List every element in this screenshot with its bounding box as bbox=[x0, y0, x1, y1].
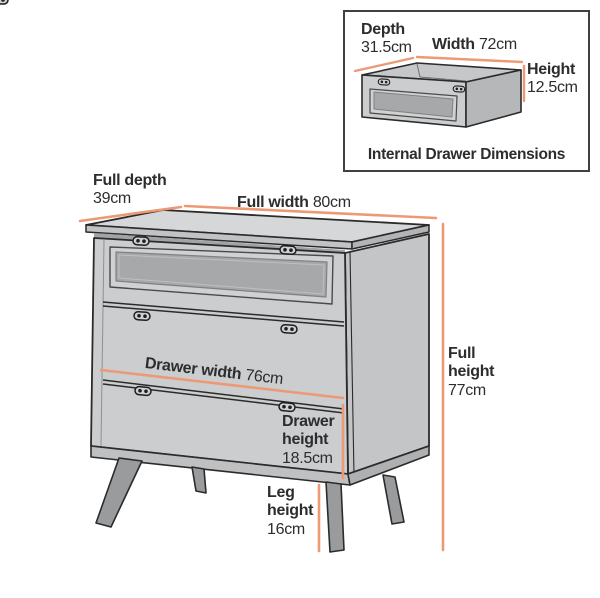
drawer-width-name: Drawer width bbox=[144, 355, 243, 384]
inset-width-value: 72cm bbox=[478, 36, 517, 53]
drawer-dividers bbox=[102, 301, 345, 414]
front-left-stile-line bbox=[100, 239, 105, 447]
front-right-leg bbox=[325, 481, 345, 553]
full-depth-label: Full depth 39cm bbox=[93, 172, 193, 209]
inset-depth-label: Depth 31.5cm bbox=[361, 21, 431, 58]
drawer-height-value: 18.5cm bbox=[282, 449, 333, 467]
chest-side-panel bbox=[344, 233, 430, 475]
back-left-leg bbox=[191, 466, 207, 494]
leg-height-name: Leg height bbox=[267, 484, 314, 520]
full-depth-value: 39cm bbox=[93, 190, 131, 208]
drawer-height-name: Drawer height bbox=[282, 413, 335, 449]
leg-height-value: 16cm bbox=[267, 520, 305, 538]
full-width-value: 80cm bbox=[312, 194, 351, 211]
drawer-width-value: 76cm bbox=[244, 366, 285, 389]
chest-top-right-edge bbox=[351, 224, 430, 250]
base-right-edge bbox=[347, 445, 430, 486]
chest-top-front-edge bbox=[85, 224, 353, 250]
leg-height-label: Leg height 16cm bbox=[267, 484, 321, 539]
inset-depth-name: Depth bbox=[361, 21, 405, 38]
inset-width-name: Width bbox=[432, 36, 475, 53]
full-depth-line bbox=[78, 205, 183, 223]
chest-top-face bbox=[85, 209, 430, 243]
full-width-name: Full width bbox=[237, 194, 309, 211]
back-right-leg bbox=[382, 474, 405, 525]
full-height-value: 77cm bbox=[448, 381, 486, 399]
glass-drawer-panel bbox=[115, 251, 328, 298]
drawer-width-label: Drawer width 76cm bbox=[144, 355, 284, 389]
inset-depth-value: 31.5cm bbox=[361, 39, 412, 57]
glass-drawer-frame bbox=[109, 246, 334, 305]
tabletop-shadow bbox=[94, 233, 345, 254]
full-depth-name: Full depth bbox=[93, 172, 167, 189]
side-corner-line bbox=[349, 250, 355, 477]
chest-legs bbox=[95, 457, 405, 553]
full-height-label: Full height 77cm bbox=[448, 345, 508, 400]
drawer-height-label: Drawer height 18.5cm bbox=[282, 413, 348, 468]
front-left-leg bbox=[95, 457, 143, 528]
inset-caption: Internal Drawer Dimensions bbox=[367, 146, 566, 163]
glass-inner-highlight bbox=[118, 254, 325, 295]
drawer-handle bbox=[0, 0, 9, 5]
inset-height-value: 12.5cm bbox=[527, 79, 578, 97]
inset-width-label: Width 72cm bbox=[432, 36, 517, 54]
full-height-name: Full height bbox=[448, 345, 495, 381]
inset-height-name: Height bbox=[527, 61, 575, 78]
full-width-label: Full width 80cm bbox=[237, 194, 351, 212]
inset-height-label: Height 12.5cm bbox=[527, 61, 591, 98]
